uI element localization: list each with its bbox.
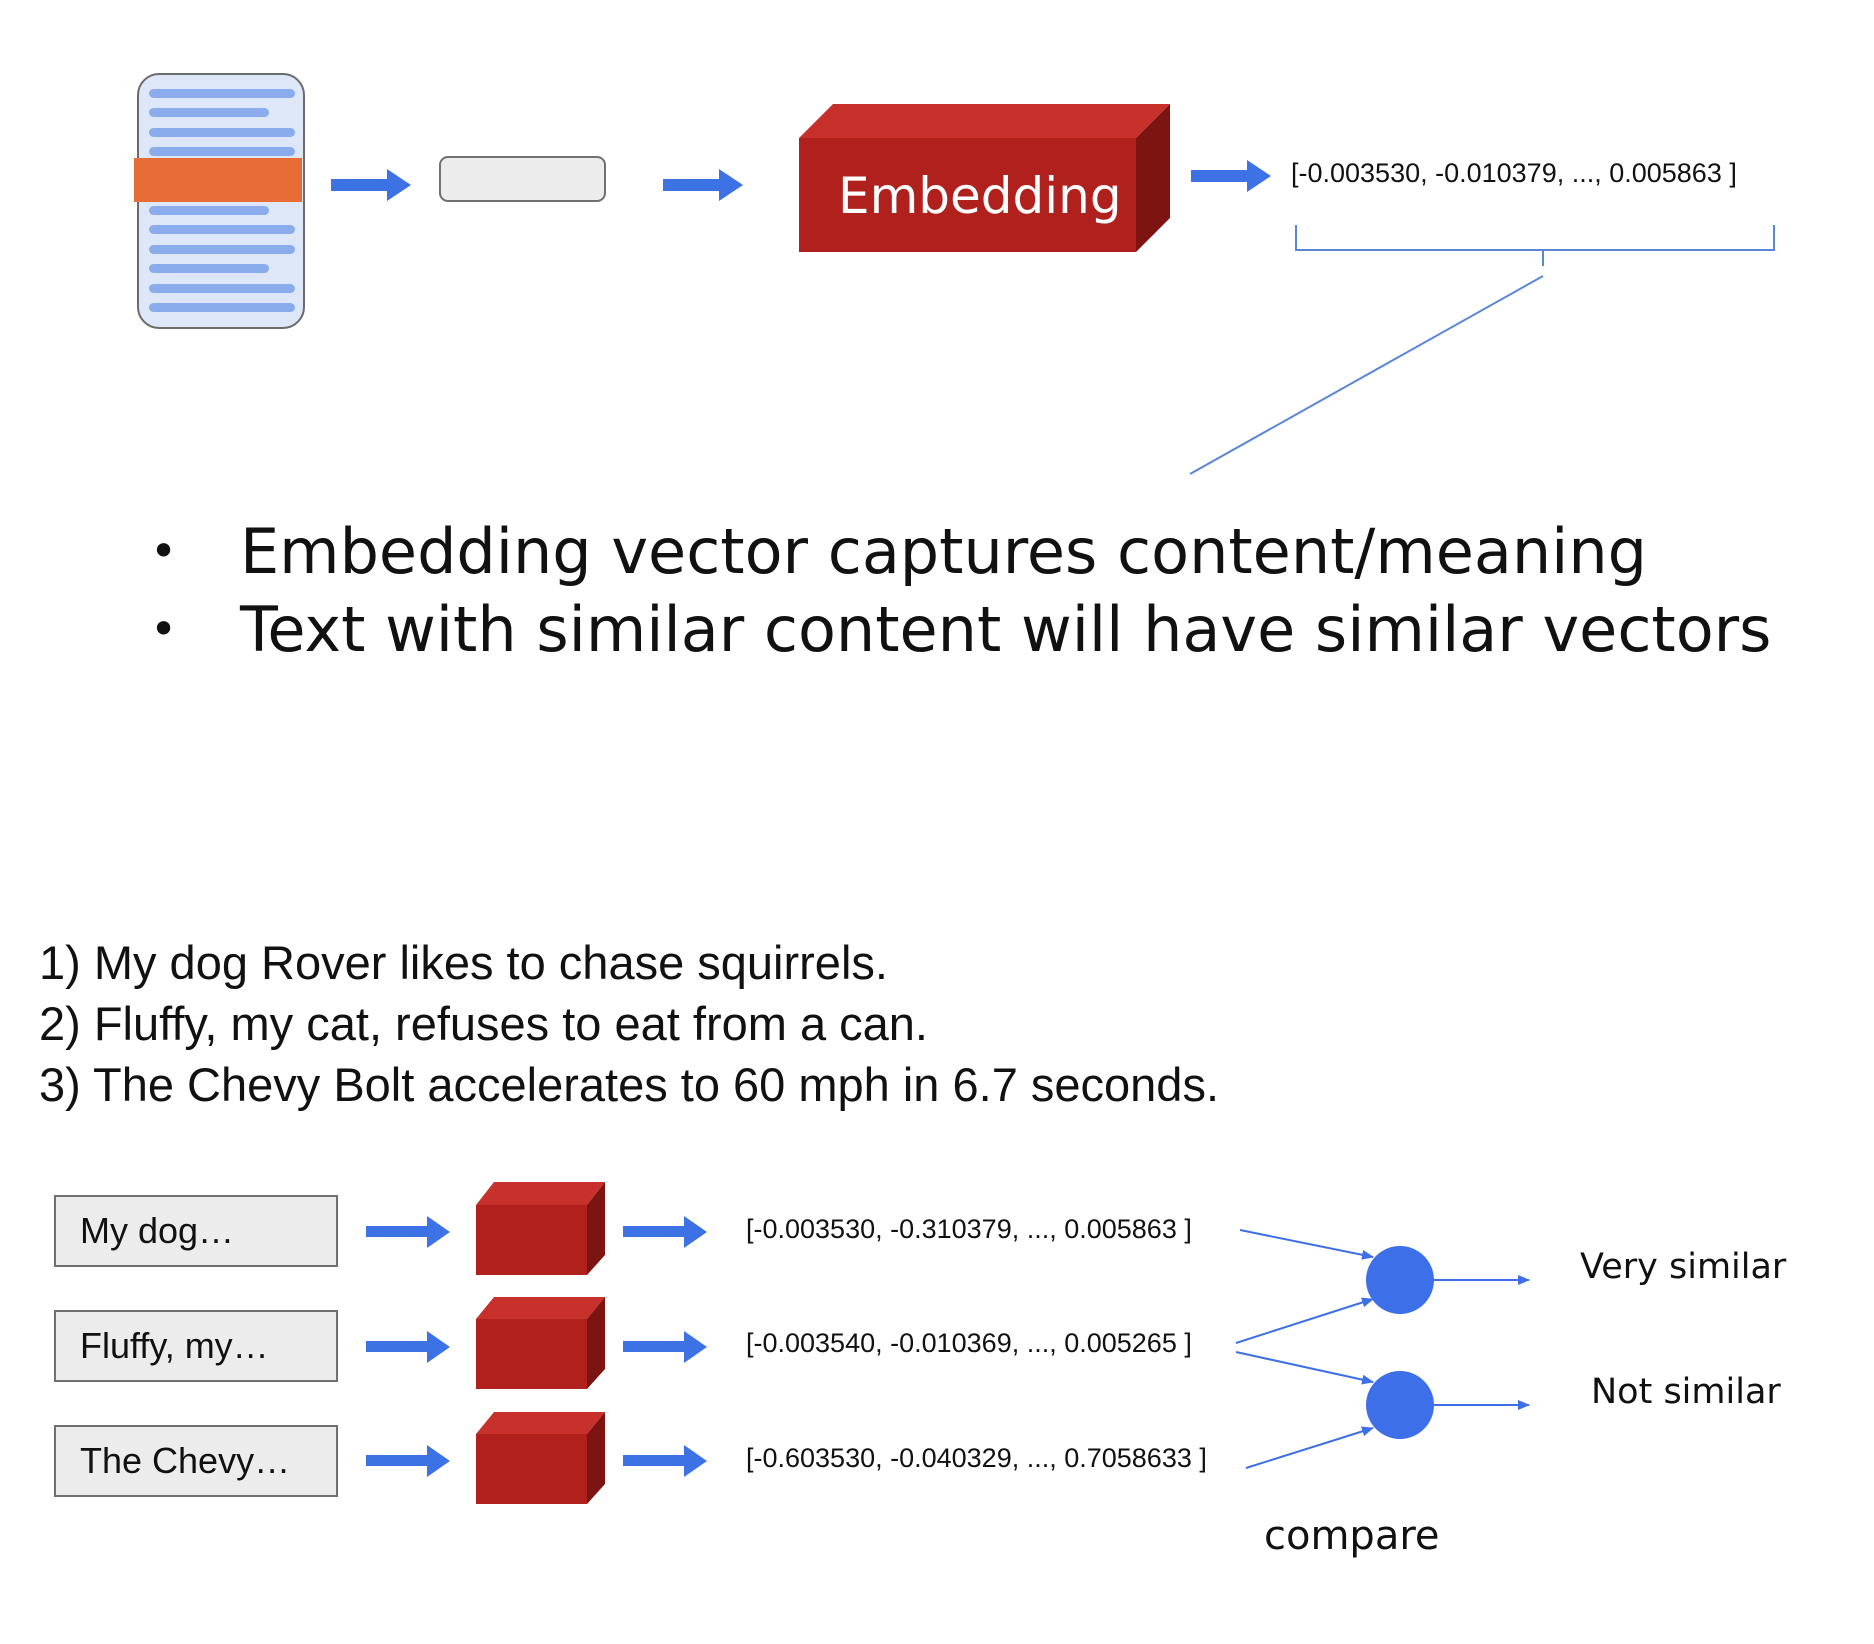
document-line xyxy=(149,264,269,273)
embedding-label: Embedding xyxy=(838,167,1122,225)
bullet-text: Text with similar content will have simi… xyxy=(240,592,1772,666)
arrow-icon xyxy=(623,1216,707,1248)
vector-text: [-0.003530, -0.310379, ..., 0.005863 ] xyxy=(746,1214,1192,1244)
document-line xyxy=(149,147,295,156)
bullet-icon: • xyxy=(150,602,178,656)
example-sentence: 2) Fluffy, my cat, refuses to eat from a… xyxy=(39,997,928,1050)
embedding-model-cube xyxy=(799,104,1170,252)
example-sentence: 1) My dog Rover likes to chase squirrels… xyxy=(39,936,888,989)
arrow-icon xyxy=(331,169,411,201)
compare-label: compare xyxy=(1264,1513,1440,1559)
document-line xyxy=(149,303,295,312)
vector-text: [-0.003540, -0.010369, ..., 0.005265 ] xyxy=(746,1328,1192,1358)
input-text-box: The Chevy… xyxy=(54,1425,338,1497)
connector-line xyxy=(1239,1229,1374,1260)
result-label-not-similar: Not similar xyxy=(1591,1372,1781,1412)
vector-text: [-0.603530, -0.040329, ..., 0.7058633 ] xyxy=(746,1443,1207,1473)
bullet-list: • Embedding vector captures content/mean… xyxy=(150,512,1771,668)
bullet-icon: • xyxy=(150,524,178,578)
embedding-vector-text: [-0.003530, -0.010379, ..., 0.005863 ] xyxy=(1291,158,1737,188)
embedding-model-cube xyxy=(476,1297,605,1389)
document-line xyxy=(149,206,269,215)
bullet-text: Embedding vector captures content/meanin… xyxy=(240,514,1648,588)
document-line xyxy=(149,245,295,254)
compare-node xyxy=(1366,1371,1434,1439)
arrow-icon xyxy=(623,1445,707,1477)
bullet-item: • Text with similar content will have si… xyxy=(150,590,1771,668)
example-sentence: 3) The Chevy Bolt accelerates to 60 mph … xyxy=(39,1058,1220,1111)
input-text-box: Fluffy, my… xyxy=(54,1310,338,1382)
document-line xyxy=(149,128,295,137)
highlighted-chunk xyxy=(134,158,302,202)
compare-node xyxy=(1366,1246,1434,1314)
arrow-icon xyxy=(1191,160,1271,192)
arrow-icon xyxy=(623,1331,707,1363)
arrow-icon xyxy=(366,1331,450,1363)
result-label-very-similar: Very similar xyxy=(1580,1247,1787,1287)
document-line xyxy=(149,284,295,293)
document-line xyxy=(149,89,295,98)
arrow-icon xyxy=(366,1445,450,1477)
example-sentences: 1) My dog Rover likes to chase squirrels… xyxy=(39,932,1219,1115)
document-icon xyxy=(134,73,305,329)
arrow-icon xyxy=(663,169,743,201)
text-chunk-box xyxy=(439,156,606,202)
connector-line xyxy=(1235,1297,1374,1344)
document-line xyxy=(149,225,295,234)
embedding-model-cube xyxy=(476,1412,605,1504)
connector-line xyxy=(1245,1426,1374,1469)
bullet-item: • Embedding vector captures content/mean… xyxy=(150,512,1771,590)
document-line xyxy=(149,108,269,117)
connector-line xyxy=(1235,1351,1374,1385)
vector-brace xyxy=(1295,225,1775,266)
input-text-box: My dog… xyxy=(54,1195,338,1267)
arrow-icon xyxy=(366,1216,450,1248)
embedding-model-cube xyxy=(476,1182,605,1275)
brace-pointer-line xyxy=(1189,275,1544,475)
